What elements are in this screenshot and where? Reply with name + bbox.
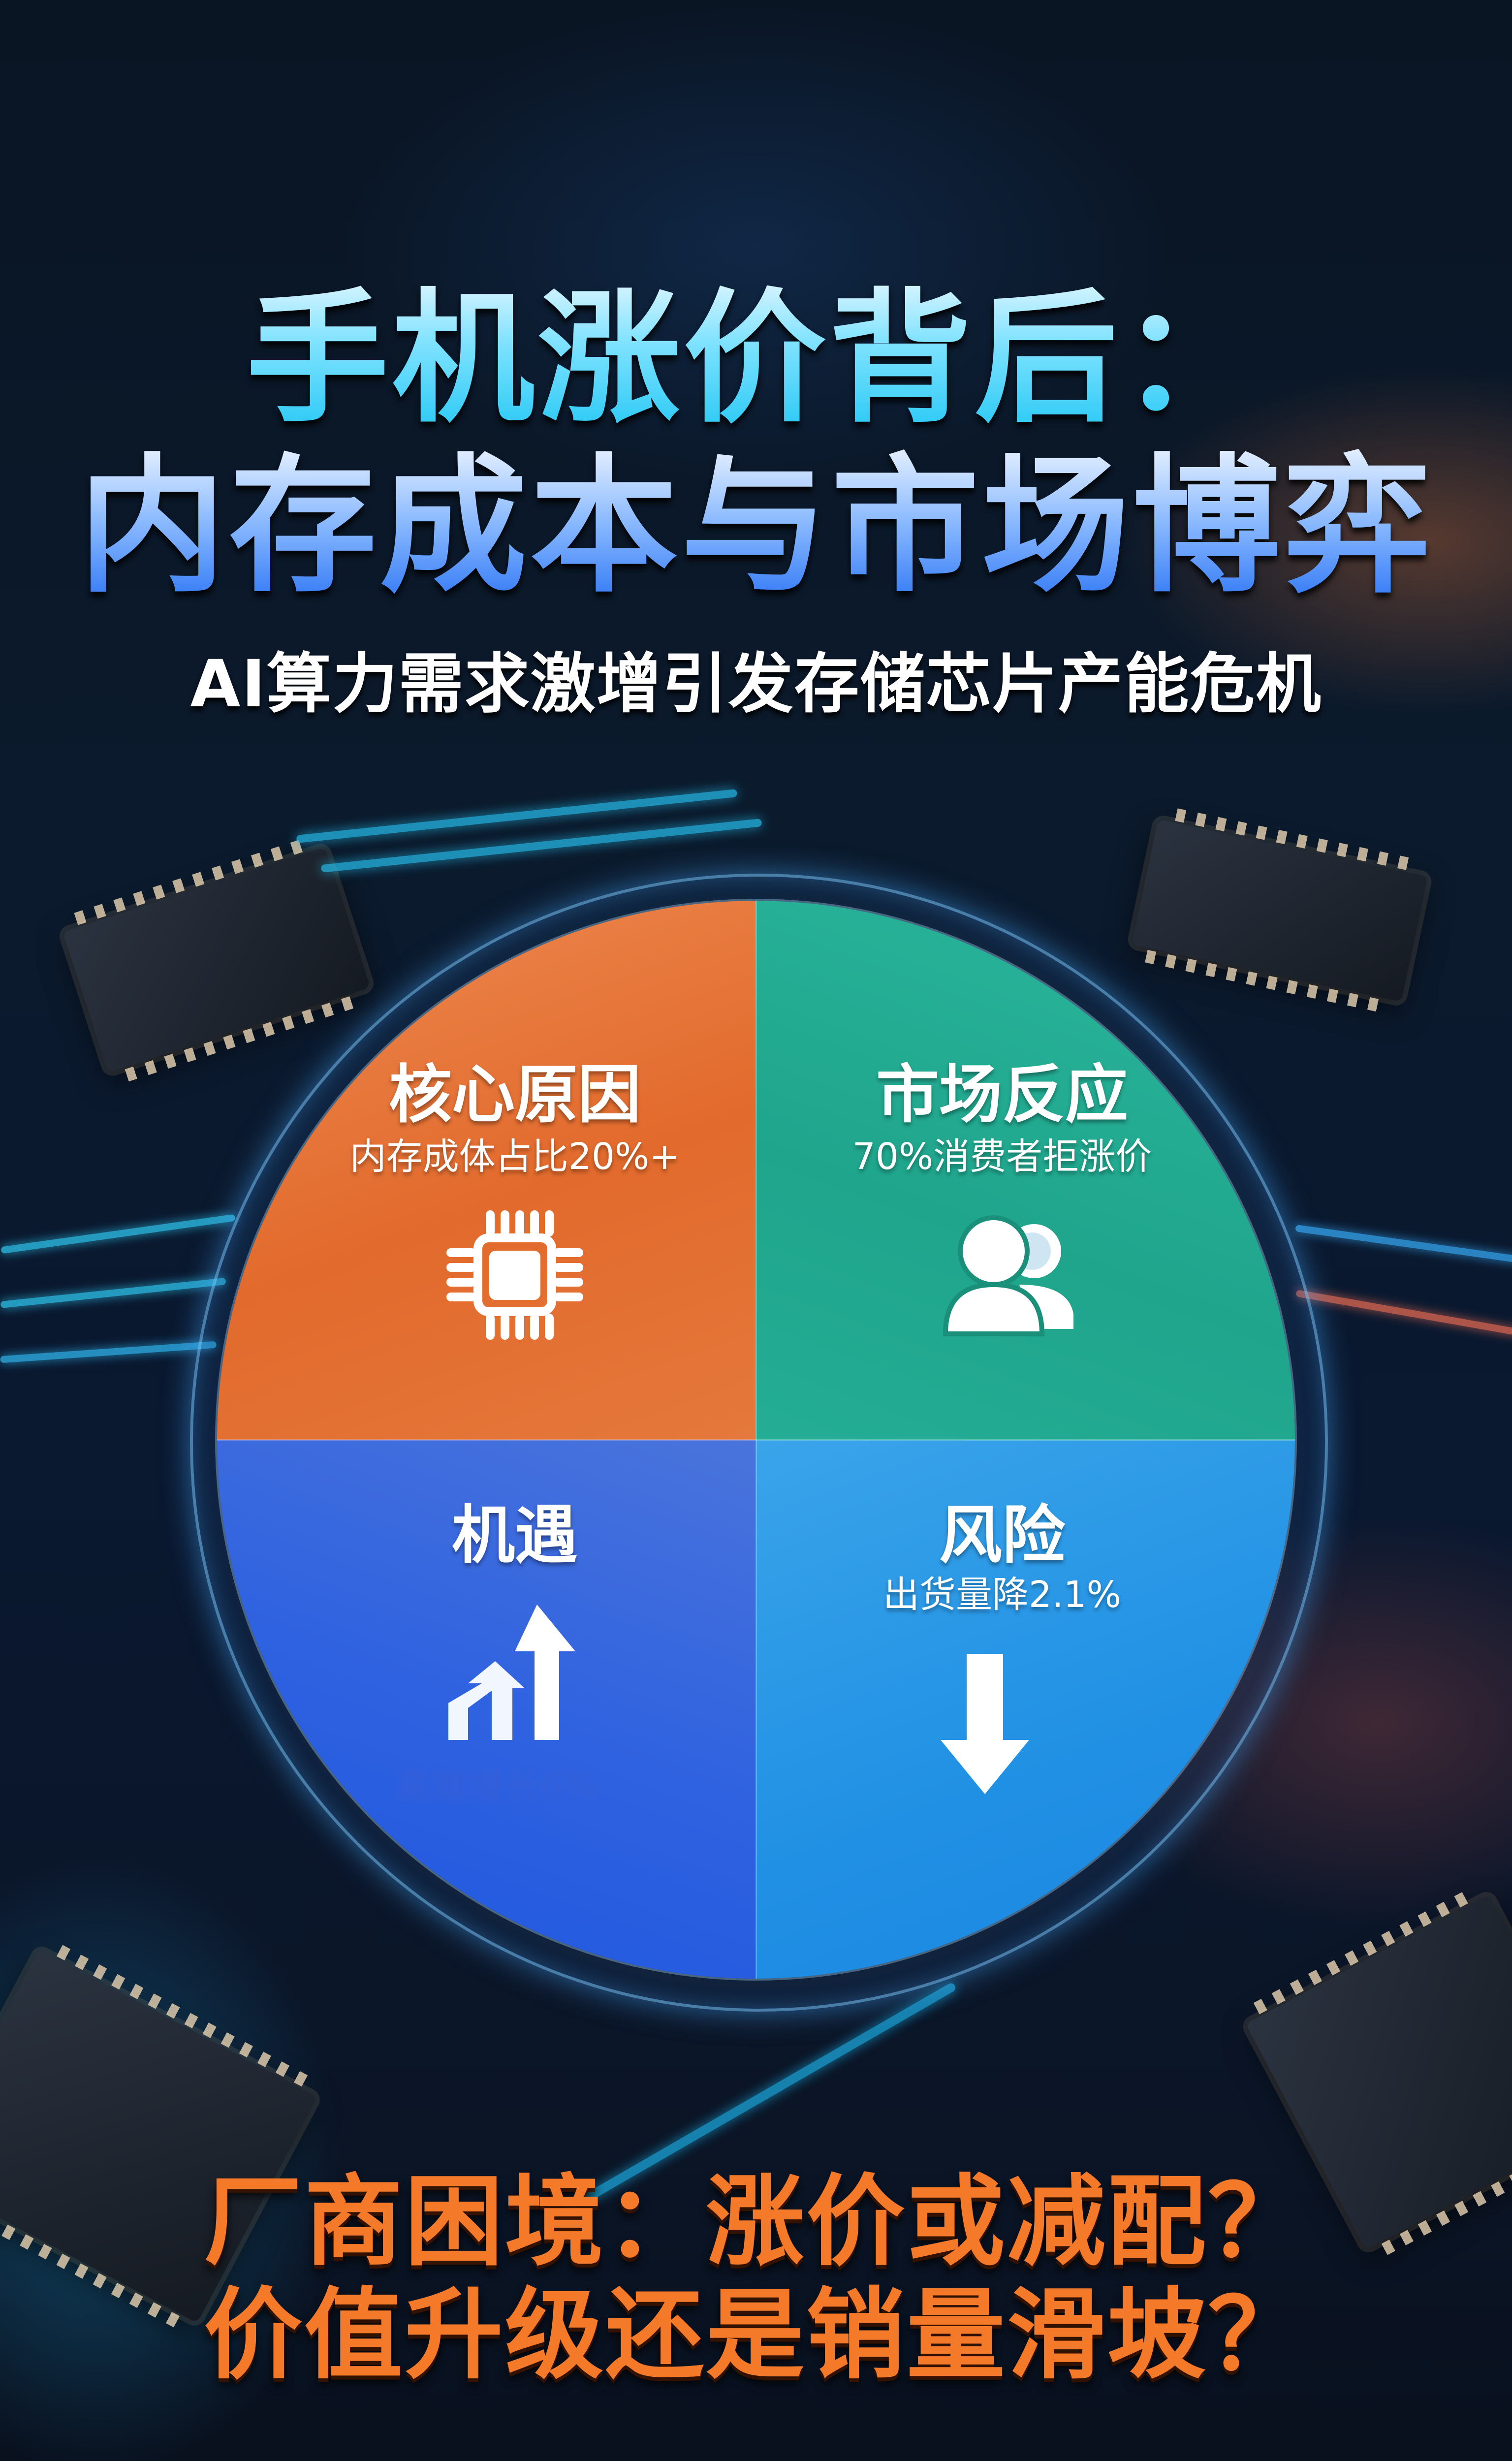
- quadrant-title: 市场反应: [876, 1058, 1128, 1132]
- quadrant-title: 风险: [939, 1499, 1065, 1572]
- page-title-line-2: 内存成本与市场博弈: [0, 443, 1512, 610]
- chip-icon: [446, 1210, 583, 1340]
- quadrant-core-reason: [217, 901, 756, 1440]
- growth-arrows-icon: [448, 1605, 575, 1740]
- arrow-down-icon: [941, 1654, 1029, 1794]
- dilemma-question-line-2: 价值升级还是销量滑坡？: [203, 2278, 1308, 2393]
- dilemma-question-line-1: 厂商困境：涨价或减配？: [203, 2165, 1308, 2279]
- quadrant-divider-horizontal: [217, 1439, 1295, 1441]
- quadrant-subtitle: 内存成体占比20%+: [349, 1136, 680, 1178]
- page-title-line-1: 手机涨价背后：: [0, 276, 1512, 443]
- quadrant-title: 机遇: [451, 1499, 578, 1572]
- quadrant-subtitle: 70%消费者拒涨价: [852, 1136, 1152, 1178]
- circuit-trace: [1295, 1225, 1512, 1263]
- circuit-trace: [0, 1277, 226, 1309]
- quadrant-opportunity: [217, 1440, 756, 1979]
- quadrant-subtitle: 出货量降2.1%: [883, 1574, 1121, 1616]
- quadrant-divider-vertical: [756, 901, 757, 1979]
- circuit-trace: [0, 1341, 217, 1363]
- quadrant-title: 核心原因: [388, 1058, 641, 1132]
- quadrant-market-reaction: [756, 901, 1295, 1440]
- circuit-trace: [0, 1214, 236, 1254]
- quadrant-subtitle-blurred: 高端增长6%: [394, 1766, 598, 1808]
- circuit-trace: [1295, 1290, 1512, 1336]
- quadrant-circle: 核心原因 内存成体占比20%+ 市场反应 70%消费者拒涨价 机遇 高端增长6%…: [217, 901, 1295, 1979]
- users-icon: [943, 1215, 1073, 1336]
- page-subtitle: AI算力需求激增引发存储芯片产能危机: [190, 646, 1322, 722]
- quadrant-risk: [756, 1440, 1295, 1979]
